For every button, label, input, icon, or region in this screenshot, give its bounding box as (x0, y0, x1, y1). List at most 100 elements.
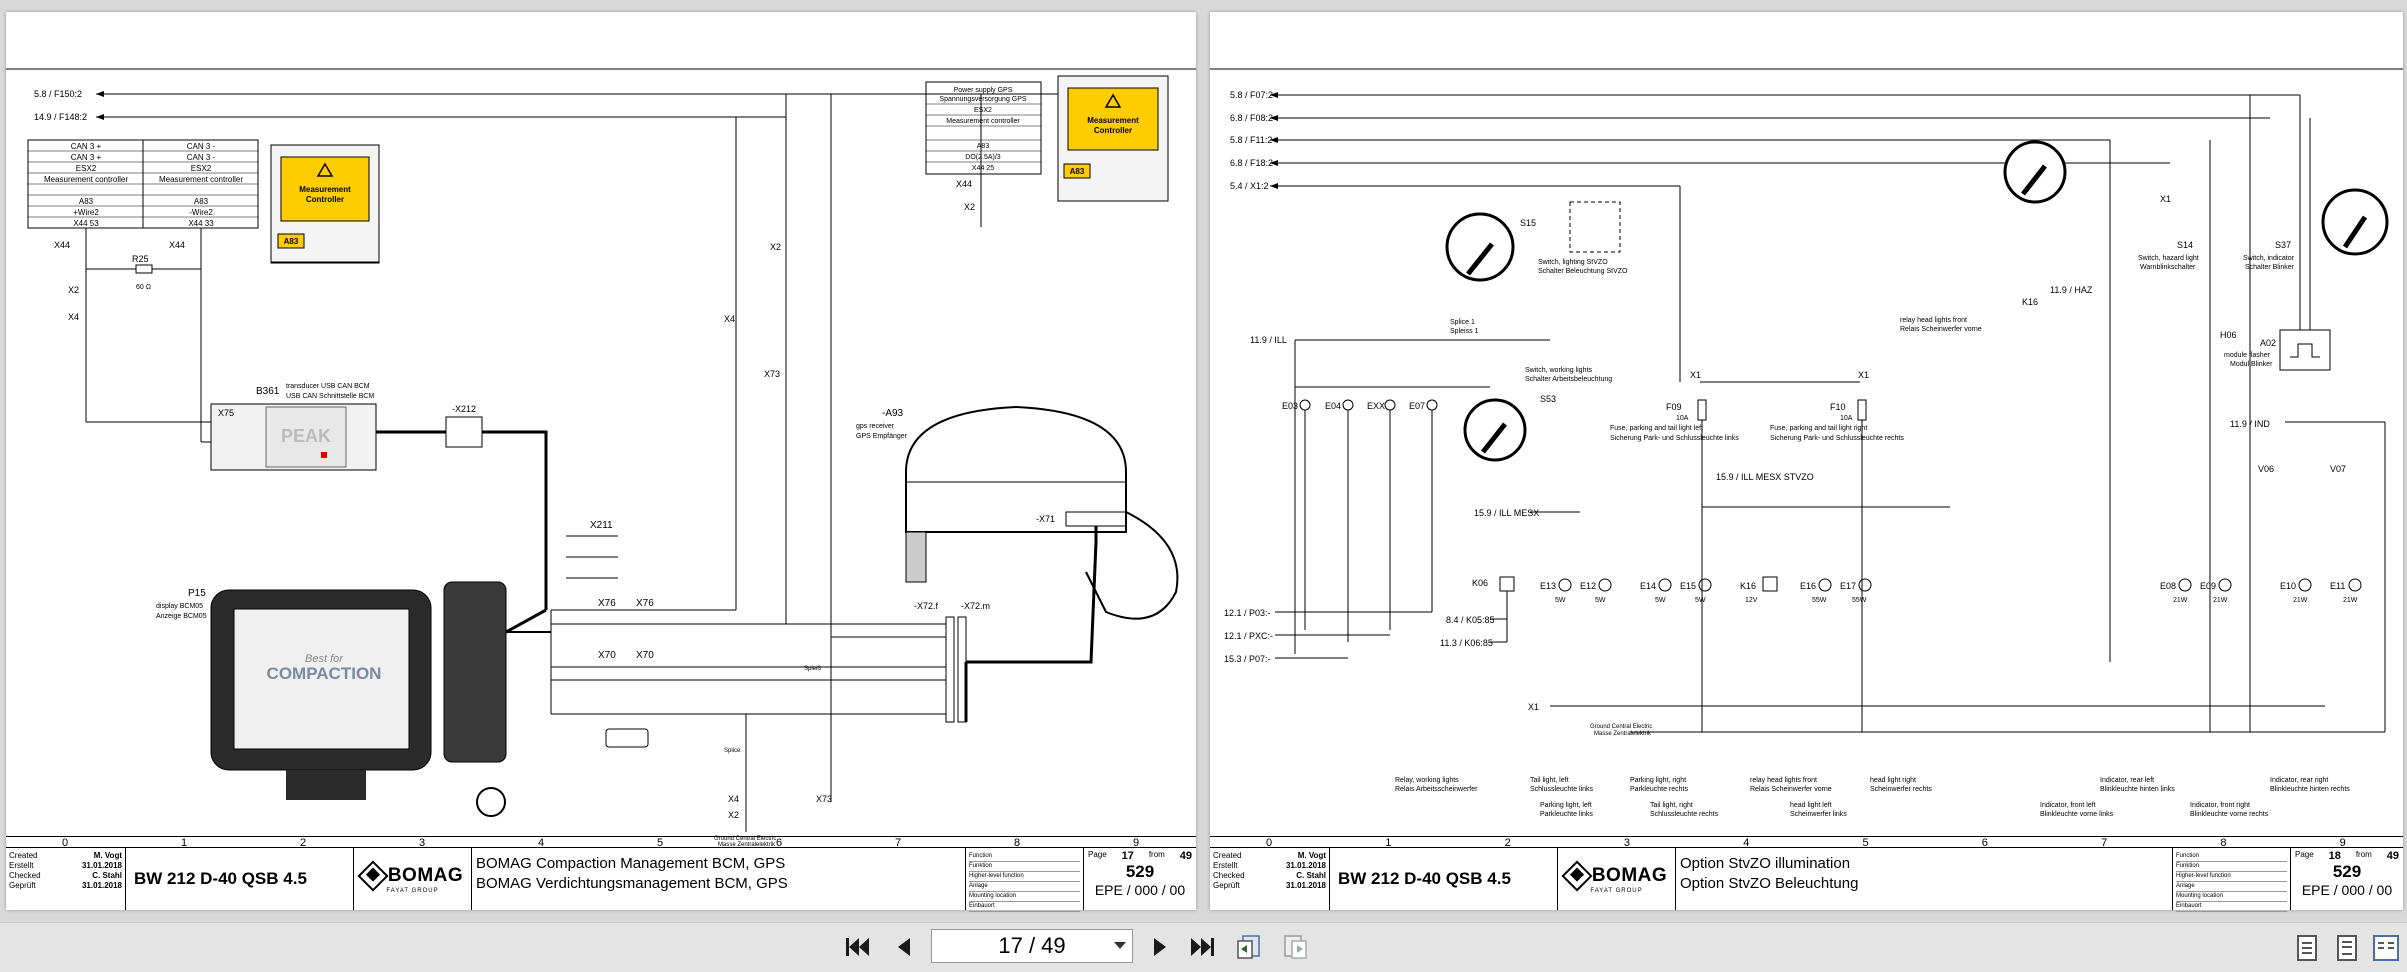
gps-cell: Spannungsversorgung GPS (939, 96, 1026, 103)
function-info: Function Funktion Higher-level function … (2173, 848, 2291, 912)
can-table: CAN 3 + CAN 3 - CAN 3 + CAN 3 - ESX2 ESX… (27, 139, 259, 229)
page-description: Option StvZO illumination Option StvZO B… (1676, 848, 2173, 910)
func-label: Funktion (969, 863, 993, 869)
lamp-symbol (2348, 578, 2362, 592)
last-page-button[interactable] (1188, 932, 1218, 962)
first-page-button[interactable] (842, 932, 872, 962)
column-number: 6 (1981, 837, 1988, 849)
x70-label: X70 (636, 650, 654, 661)
drawing-number: 529 (1125, 862, 1155, 881)
s14-label: S14 (2177, 240, 2193, 250)
column-number: 3 (1623, 837, 1631, 849)
lamp-symbol (2178, 578, 2192, 592)
a02-desc: module flasher (2224, 352, 2271, 359)
s15-desc: Schalter Beleuchtung StVZO (1538, 268, 1628, 275)
x212-label: -X212 (452, 404, 476, 414)
next-page-button[interactable] (1146, 932, 1176, 962)
k06-85-ref: 11.3 / K06:85 (1440, 638, 1493, 648)
s53-desc: Switch, working lights (1525, 367, 1592, 374)
func-label: Higher-level function (969, 873, 1024, 879)
x72m-label: -X72.m (961, 601, 990, 611)
lamp-id: E09 (2200, 581, 2216, 591)
lamp-watt: 21W (2213, 597, 2228, 604)
two-page-view-button[interactable] (2373, 935, 2399, 961)
lamp-id: E08 (2160, 581, 2176, 591)
func-label: Function (969, 853, 993, 859)
can-cell: X44 33 (188, 219, 214, 228)
column-number: 9 (2339, 837, 2346, 849)
lamp-id: E13 (1540, 581, 1556, 591)
ref-label: 6.8 / F08:2 (1230, 113, 1273, 123)
meta-label: Geprüft (9, 881, 36, 890)
lamp-watt: 21W (2343, 597, 2358, 604)
page-number: 17 (1121, 850, 1134, 862)
gps-receiver: -A93 gps receiver GPS Empfänger -X71 (856, 405, 1179, 620)
page-label: Page (1088, 850, 1107, 859)
viewer-toolbar: 17 / 49 (0, 922, 2407, 972)
previous-page-button[interactable] (888, 932, 918, 962)
page-selector[interactable]: 17 / 49 (931, 929, 1133, 963)
can-cell: A83 (79, 197, 94, 206)
can-cell: Measurement controller (44, 175, 128, 184)
a93-desc: gps receiver (856, 423, 895, 430)
column-number: 5 (1862, 837, 1869, 849)
k05-ref: 8.4 / K05:85 (1446, 615, 1495, 625)
bomag-logo-icon (1561, 859, 1593, 892)
x75-label: X75 (218, 408, 234, 418)
x44-label: X44 (54, 240, 70, 250)
p15-desc: Anzeige BCM05 (156, 613, 207, 620)
schematic-page-right: 5.8 / F07:2 6.8 / F08:2 5.8 / F11:2 6.8 … (1210, 12, 2403, 912)
splash-text: Best for (305, 653, 344, 665)
meta-label: Erstellt (9, 861, 34, 870)
a83-tag: A83 (284, 237, 299, 246)
top-lamp-group: E03 E04 EXX E07 (1282, 340, 1490, 654)
lighting-switch-icon (1445, 212, 1515, 282)
column-number: 5 (657, 837, 664, 849)
description-de: Option StvZO Beleuchtung (1680, 875, 1859, 892)
splice-label: Spleiss 1 (1450, 328, 1479, 335)
creator-name: M. Vogt (93, 851, 122, 860)
meta-label: Checked (9, 871, 41, 880)
x71-label: -X71 (1036, 514, 1055, 524)
column-number: 6 (776, 837, 783, 849)
lamp-watt: 12V (1745, 597, 1758, 604)
lamp-watt: 21W (2293, 597, 2308, 604)
navigate-back-button[interactable] (1234, 932, 1264, 962)
b361-desc: transducer USB CAN BCM (286, 383, 370, 390)
b361-label: B361 (256, 386, 280, 397)
x76-label: X76 (598, 598, 616, 609)
b361-transducer: PEAK B361 transducer USB CAN BCM USB CAN… (210, 383, 377, 471)
navigate-forward-button[interactable] (1280, 932, 1310, 962)
logo-text: BOMAG (1591, 864, 1668, 886)
previous-page-icon (898, 938, 910, 956)
x70-label: X70 (598, 650, 616, 661)
x72f-label: -X72.f (914, 601, 939, 611)
from-label: from (1148, 850, 1165, 859)
lamp-watt: 5W (1695, 597, 1706, 604)
continuous-view-button[interactable] (2337, 935, 2357, 961)
column-number: 1 (181, 837, 188, 849)
x1-label: X1 (2160, 194, 2171, 204)
drawing-number: 529 (2332, 862, 2362, 881)
p15-desc: display BCM05 (156, 603, 203, 610)
splice-note: Splice (724, 748, 741, 754)
b361-desc: USB CAN Schnittstelle BCM (286, 393, 374, 400)
function-info: Function Funktion Higher-level function … (966, 848, 1084, 912)
p15-display: Best for COMPACTION P15 display BCM05 An… (156, 581, 507, 817)
ref-f150: 5.8 / F150:2 (34, 89, 82, 99)
s37-desc: Schalter Blinker (2245, 264, 2295, 271)
v06-label: V06 (2258, 464, 2274, 474)
s53-desc: Schalter Arbeitsbeleuchtung (1525, 376, 1612, 383)
machine-model: BW 212 D-40 QSB 4.5 (1330, 848, 1558, 910)
f09-label: F09 (1666, 402, 1682, 412)
s15-desc: Switch, lighting StVZO (1538, 259, 1608, 266)
description-en: BOMAG Compaction Management BCM, GPS (476, 855, 786, 872)
single-page-view-button[interactable] (2297, 935, 2317, 961)
